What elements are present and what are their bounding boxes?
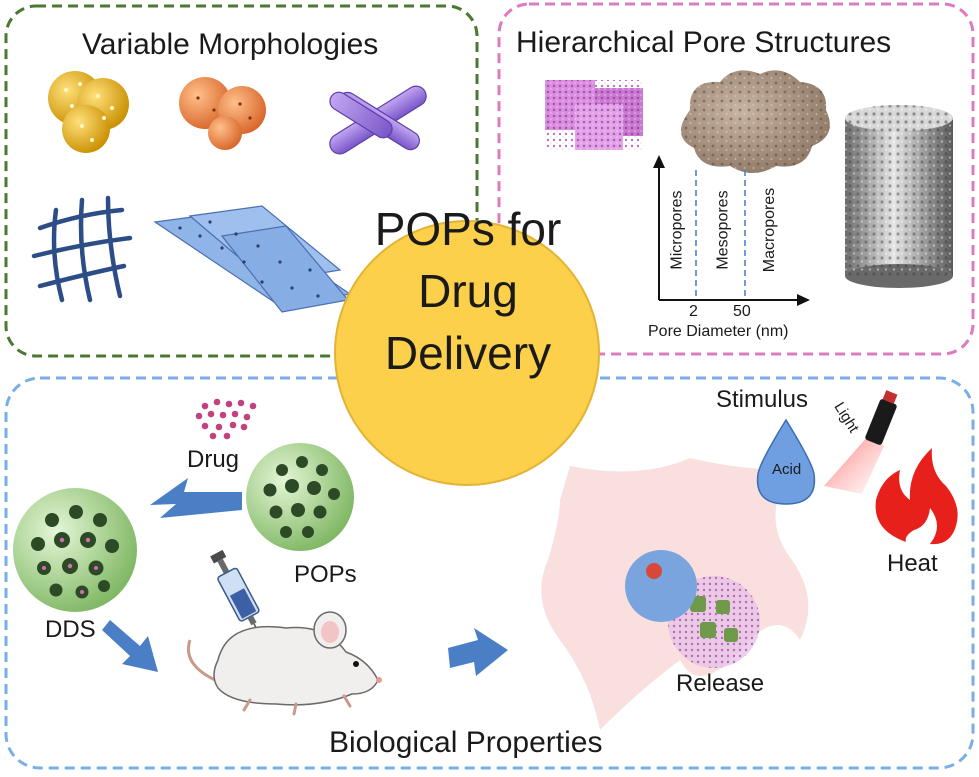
center-circle bbox=[334, 220, 600, 486]
center-title: POPs for Drug Delivery bbox=[330, 198, 606, 384]
acid-label: Acid bbox=[772, 461, 802, 478]
purple-rod-cross-icon bbox=[329, 85, 427, 155]
biological-title: Biological Properties bbox=[329, 726, 603, 759]
flame-icon bbox=[875, 448, 958, 545]
band-label-macropores: Macropores bbox=[761, 187, 779, 273]
tick-label-2: 2 bbox=[689, 303, 698, 320]
center-title-line-2: Drug bbox=[418, 265, 518, 317]
morphologies-title: Variable Morphologies bbox=[82, 28, 379, 61]
morphologies-panel-frame bbox=[4, 4, 479, 358]
chart-x-label: Pore Diameter (nm) bbox=[648, 323, 789, 340]
heat-label: Heat bbox=[887, 550, 938, 577]
arrow-pop-to-dds bbox=[150, 478, 242, 518]
flashlight-icon bbox=[824, 390, 898, 494]
drug-label: Drug bbox=[187, 446, 240, 473]
syringe-icon bbox=[210, 549, 265, 642]
pore-size-chart bbox=[653, 155, 810, 306]
center-title-line-3: Delivery bbox=[384, 327, 552, 379]
dds-sphere-icon bbox=[13, 488, 137, 612]
gold-sphere-cluster-icon bbox=[48, 71, 129, 153]
pops-label: POPs bbox=[294, 561, 357, 588]
center-title-line-1: POPs for bbox=[374, 203, 562, 255]
acid-drop-icon bbox=[756, 418, 816, 505]
stimulus-label: Stimulus bbox=[716, 386, 809, 413]
tick-label-50: 50 bbox=[733, 303, 751, 320]
chart-y-arrowhead bbox=[653, 155, 665, 168]
chart-x-arrowhead bbox=[797, 294, 810, 306]
nucleus-icon bbox=[625, 550, 697, 622]
band-label-micropores: Micropores bbox=[668, 190, 686, 270]
arrow-dds-to-mouse bbox=[102, 620, 158, 672]
blue-porous-sheets-icon bbox=[153, 205, 352, 313]
pop-sphere-icon bbox=[246, 443, 354, 551]
pores-title: Hierarchical Pore Structures bbox=[516, 26, 892, 59]
arrow-mouse-to-cell bbox=[448, 628, 508, 676]
orange-sphere-cluster-icon bbox=[179, 77, 266, 150]
blue-fiber-mesh-icon bbox=[31, 195, 133, 303]
release-label: Release bbox=[676, 670, 765, 697]
mouse-icon bbox=[187, 611, 382, 716]
dds-label: DDS bbox=[45, 616, 96, 643]
grey-porous-cylinder-icon bbox=[845, 105, 953, 288]
pink-cube-stack-icon bbox=[545, 80, 643, 150]
drug-dots-icon bbox=[195, 398, 257, 440]
band-label-mesopores: Mesopores bbox=[714, 190, 732, 270]
brown-porous-cloud-icon bbox=[680, 70, 830, 173]
